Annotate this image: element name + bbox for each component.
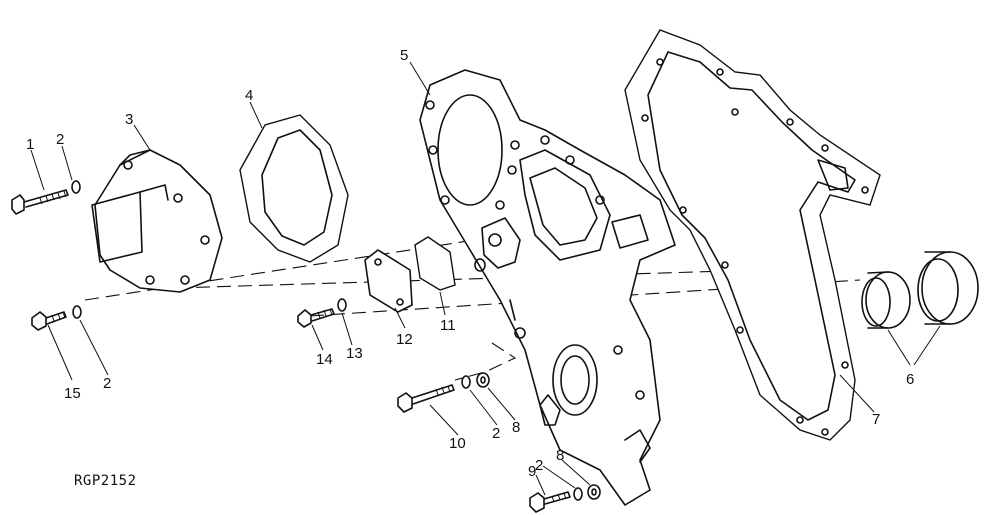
callout-1: 1 (26, 136, 34, 153)
leader-lines (30, 61, 941, 496)
seal-ring-part-6-small (861, 271, 911, 329)
callout-10: 10 (449, 435, 466, 452)
callout-15: 15 (64, 385, 81, 402)
callout-3: 3 (125, 111, 133, 128)
callout-9: 9 (528, 463, 536, 480)
callout-2-mid: 2 (492, 425, 500, 442)
seal-ring-part-6-large (917, 251, 979, 325)
washer-part-2-left (72, 305, 82, 319)
bolt-part-1 (11, 189, 69, 215)
callout-11: 11 (440, 317, 456, 334)
callout-2-left: 2 (103, 375, 111, 392)
bolt-part-10 (397, 384, 455, 413)
bolt-part-14 (297, 308, 335, 328)
callout-5: 5 (400, 47, 408, 64)
bolt-part-15 (31, 311, 67, 331)
callout-12: 12 (396, 331, 413, 348)
callout-2-top: 2 (56, 131, 64, 148)
front-plate-part-5 (419, 69, 676, 506)
bolt-part-9 (529, 491, 571, 513)
washer-part-2-top (71, 180, 81, 194)
callout-13: 13 (346, 345, 363, 362)
washer-part-2-bottom (573, 487, 583, 501)
callout-labels: 1 2 3 4 5 2 15 2 14 13 12 11 10 2 8 9 2 … (26, 47, 914, 480)
washer-part-2-lower (461, 375, 471, 389)
spacer-part-8-lower (476, 372, 490, 388)
gasket-part-7 (624, 29, 881, 441)
gasket-part-4 (239, 114, 349, 263)
callout-8-bottom: 8 (556, 447, 564, 464)
gasket-part-11 (414, 236, 456, 291)
callout-2-bottom: 2 (535, 457, 543, 474)
housing-part-3 (91, 149, 223, 293)
callout-14: 14 (316, 351, 333, 368)
washer-part-13 (337, 298, 347, 312)
figure-code: RGP2152 (74, 473, 137, 489)
callout-4: 4 (245, 87, 253, 104)
callout-8-mid: 8 (512, 419, 520, 436)
cover-plate-part-12 (364, 249, 413, 313)
spacer-part-8-bottom (587, 484, 601, 500)
callout-6: 6 (906, 371, 914, 388)
callout-7: 7 (872, 411, 880, 428)
